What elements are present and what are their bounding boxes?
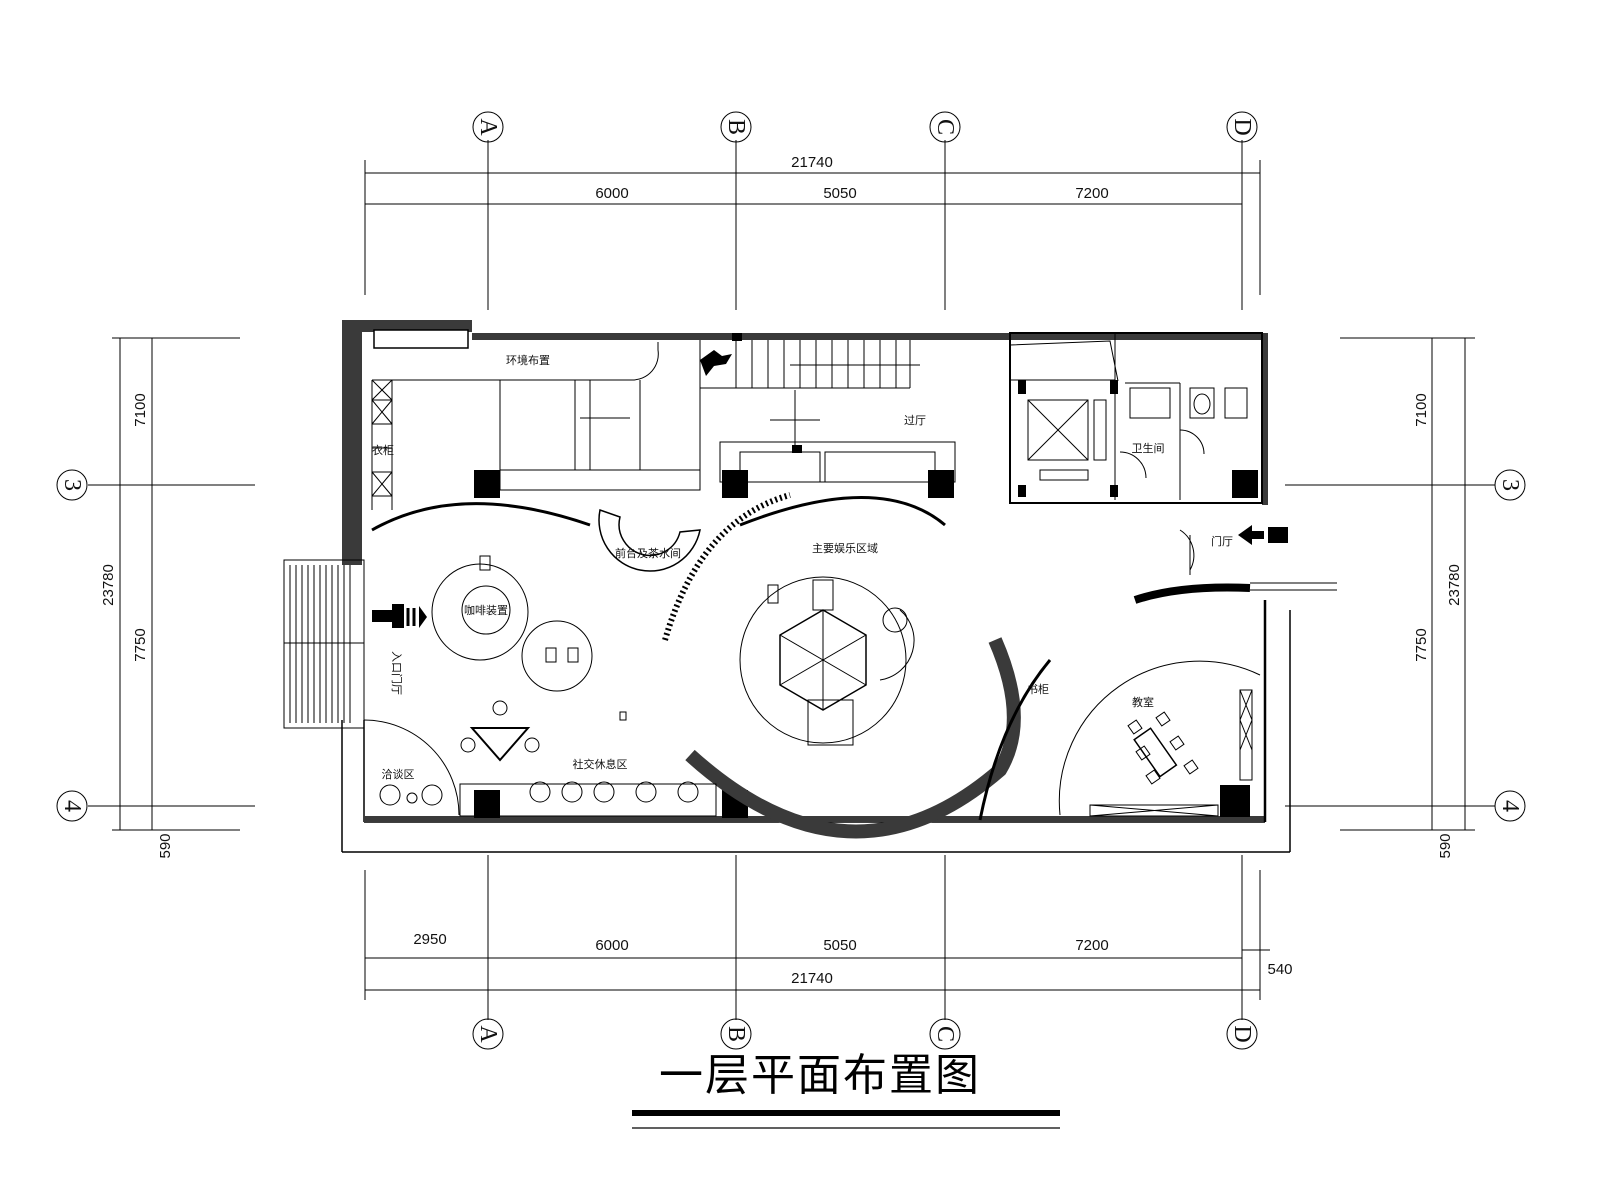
- dim-bottom-seg-4: 7200: [1075, 937, 1108, 954]
- foyer-door: [1179, 529, 1337, 591]
- dim-left-seg-2: 7750: [132, 628, 149, 661]
- dimension-lines-left: [112, 337, 240, 831]
- lounge-furniture: [363, 700, 717, 817]
- label-bookcase: 书柜: [1027, 683, 1049, 696]
- dimension-lines-top: [364, 160, 1261, 295]
- dim-right-extra: 590: [1437, 833, 1454, 858]
- grid-label-c-bottom: C: [932, 1026, 958, 1042]
- grid-label-b-top: B: [723, 119, 749, 135]
- grid-label-a-bottom: A: [475, 1025, 501, 1043]
- dim-bottom-seg-3: 5050: [823, 937, 856, 954]
- grid-label-4-right: 4: [1497, 800, 1523, 812]
- top-staircase: [700, 340, 920, 445]
- grid-label-c-top: C: [932, 119, 958, 135]
- grid-bubbles-bottom: A B C D: [472, 1018, 1258, 1050]
- grid-label-b-bottom: B: [723, 1026, 749, 1042]
- grid-bubbles-side: 3 4 3 4: [56, 469, 1526, 822]
- label-env: 环境布置: [506, 353, 550, 367]
- dimension-lines-bottom: [364, 870, 1270, 1000]
- entrance-stairs: [283, 559, 365, 729]
- dim-top-seg-3: 7200: [1075, 185, 1108, 202]
- grid-label-a-top: A: [475, 118, 501, 136]
- dim-top-total: 21740: [791, 154, 833, 171]
- dimension-lines-right: [1340, 337, 1475, 831]
- label-toilet: 卫生间: [1132, 441, 1165, 455]
- grid-label-d-bottom: D: [1229, 1025, 1255, 1042]
- dim-bottom-total: 21740: [791, 970, 833, 987]
- entrance-arrow-icon: [372, 604, 427, 628]
- dim-left-extra: 590: [157, 833, 174, 858]
- dim-bottom-seg-1: 2950: [413, 931, 446, 948]
- grid-label-d-top: D: [1229, 118, 1255, 135]
- grid-bubbles-top: A B C D: [472, 111, 1258, 143]
- dim-bottom-extra: 540: [1267, 961, 1292, 978]
- dim-left-total: 23780: [100, 564, 117, 606]
- play-area-structure: [739, 576, 915, 746]
- grid-label-3-left: 3: [59, 479, 85, 491]
- classroom-furniture: [1089, 689, 1253, 817]
- front-counter: [719, 441, 956, 483]
- label-corridor: 过厅: [904, 414, 926, 427]
- dim-right-seg-2: 7750: [1413, 628, 1430, 661]
- grid-label-3-right: 3: [1497, 479, 1523, 491]
- top-left-fixtures: [371, 340, 701, 510]
- label-play: 主要娱乐区域: [812, 541, 878, 555]
- label-social: 社交休息区: [573, 757, 628, 771]
- curved-partitions: [371, 492, 1261, 839]
- grid-axis-lines: [88, 140, 1495, 1020]
- drawing-title: 一层平面布置图: [659, 1050, 981, 1101]
- label-reception: 前台及茶水间: [615, 546, 681, 560]
- label-foyer: 门厅: [1211, 534, 1233, 548]
- dim-left-seg-1: 7100: [132, 393, 149, 426]
- utility-rooms: [1009, 332, 1263, 504]
- foyer-entry-arrow-icon: [1238, 525, 1288, 545]
- title-underline-thick: [632, 1110, 1060, 1116]
- structural-columns: [474, 333, 1258, 818]
- exterior-walls: [341, 320, 1291, 853]
- label-coffee: 咖啡装置: [464, 603, 508, 617]
- label-classroom: 教室: [1132, 695, 1154, 709]
- upstairs-arrow-icon: [700, 350, 732, 376]
- label-entrance: 入口门厅: [390, 651, 404, 695]
- label-locker: 衣柜: [372, 443, 394, 457]
- dim-right-seg-1: 7100: [1413, 393, 1430, 426]
- label-talk: 洽谈区: [382, 768, 415, 781]
- dim-top-seg-1: 6000: [595, 185, 628, 202]
- dim-top-seg-2: 5050: [823, 185, 856, 202]
- dim-right-total: 23780: [1446, 564, 1463, 606]
- coffee-area-furniture: [431, 555, 593, 692]
- grid-label-4-left: 4: [59, 800, 85, 812]
- dim-bottom-seg-2: 6000: [595, 937, 628, 954]
